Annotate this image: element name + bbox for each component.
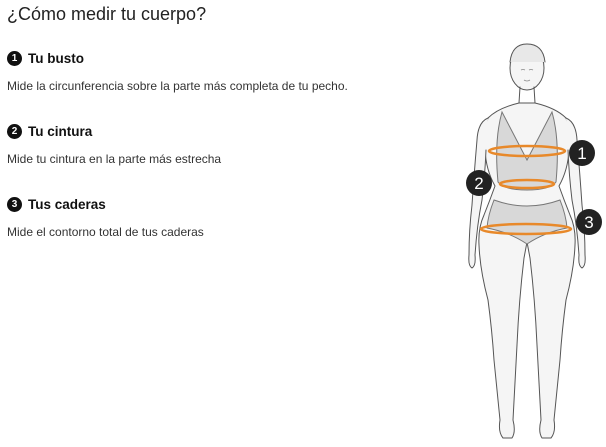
marker-2-circle	[466, 170, 492, 196]
step-title: Tus caderas	[28, 196, 106, 212]
step-waist: 2 Tu cintura Mide tu cintura en la parte…	[7, 122, 221, 166]
step-description: Mide tu cintura en la parte más estrecha	[7, 152, 222, 166]
marker-3-label: 3	[584, 213, 593, 232]
step-number-badge: 3	[7, 196, 22, 212]
step-description: Mide la circunferencia sobre la parte má…	[7, 79, 348, 93]
marker-1-circle	[569, 140, 595, 166]
waist-band	[498, 178, 556, 190]
step-number-badge: 1	[7, 50, 22, 66]
step-number-badge: 2	[7, 123, 22, 139]
page-title: ¿Cómo medir tu cuerpo?	[7, 4, 207, 24]
step-title: Tu cintura	[28, 123, 93, 139]
step-title: Tu busto	[28, 50, 84, 66]
step-hips: 3 Tus caderas Mide el contorno total de …	[7, 195, 204, 239]
marker-1-label: 1	[577, 144, 586, 163]
step-bust: 1 Tu busto Mide la circunferencia sobre …	[7, 49, 348, 93]
body-measurement-figure: 1 2 3	[466, 43, 602, 439]
marker-3-circle	[576, 209, 602, 235]
face	[520, 69, 534, 82]
hip-band	[479, 222, 573, 236]
measurement-bands	[479, 144, 573, 236]
top-garment	[496, 110, 558, 191]
marker-2-label: 2	[474, 174, 483, 193]
bust-band	[487, 144, 567, 158]
number-markers: 1 2 3	[466, 140, 602, 235]
step-description: Mide el contorno total de tus caderas	[7, 225, 204, 239]
